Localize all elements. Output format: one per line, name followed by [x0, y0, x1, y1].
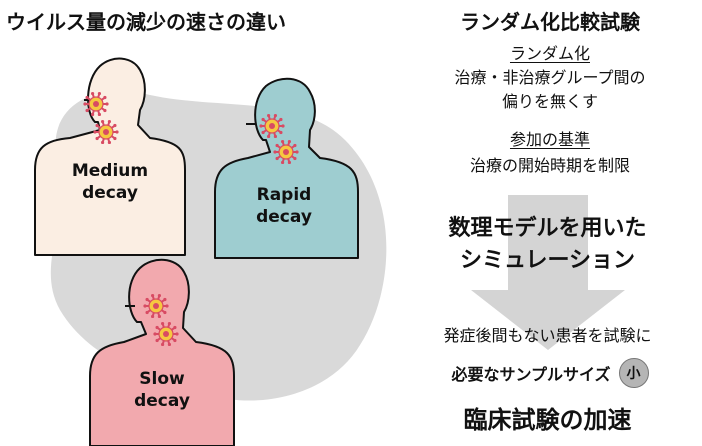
simulation-line2: シミュレーション	[459, 248, 636, 273]
virus-icons	[83, 91, 299, 347]
virus-icon	[83, 91, 109, 117]
simulation-line1: 数理モデルを用いた	[448, 216, 647, 241]
left-title: ウイルス量の減少の速さの違い	[6, 10, 286, 34]
slow-decay-label: Slow decay	[92, 368, 232, 412]
result-line: 臨床試験の加速	[463, 406, 632, 434]
randomization-heading: ランダム化	[509, 44, 590, 63]
slow-label-line2: decay	[134, 391, 190, 411]
medium-label-line1: Medium	[71, 161, 149, 181]
sample-size-row: 必要なサンプルサイズ 小	[405, 358, 695, 388]
criteria-heading: 参加の基準	[509, 130, 590, 149]
virus-icon	[273, 139, 299, 165]
small-badge: 小	[618, 358, 649, 388]
randomization-line2: 偏りを無くす	[501, 92, 598, 111]
rapid-label-line2: decay	[256, 207, 312, 227]
rapid-label-line1: Rapid	[256, 185, 312, 205]
person-medium-decay	[34, 57, 186, 256]
virus-icon	[153, 321, 179, 347]
randomization-line1: 治療・非治療グループ間の	[454, 68, 646, 87]
down-arrow	[471, 195, 625, 350]
sample-size-text: 必要なサンプルサイズ	[451, 365, 611, 384]
virus-icon	[93, 119, 119, 145]
early-patients-line: 発症後間もない患者を試験に	[443, 326, 652, 345]
rapid-decay-label: Rapid decay	[214, 184, 354, 228]
medium-label-line2: decay	[82, 183, 138, 203]
medium-decay-label: Medium decay	[40, 160, 180, 204]
virus-icon	[143, 293, 169, 319]
person-rapid-decay	[214, 77, 359, 259]
slow-label-line1: Slow	[139, 369, 185, 389]
virus-icon	[259, 113, 285, 139]
person-slow-decay	[89, 258, 235, 446]
right-title: ランダム化比較試験	[460, 10, 640, 34]
criteria-line: 治療の開始時期を制限	[469, 156, 630, 175]
